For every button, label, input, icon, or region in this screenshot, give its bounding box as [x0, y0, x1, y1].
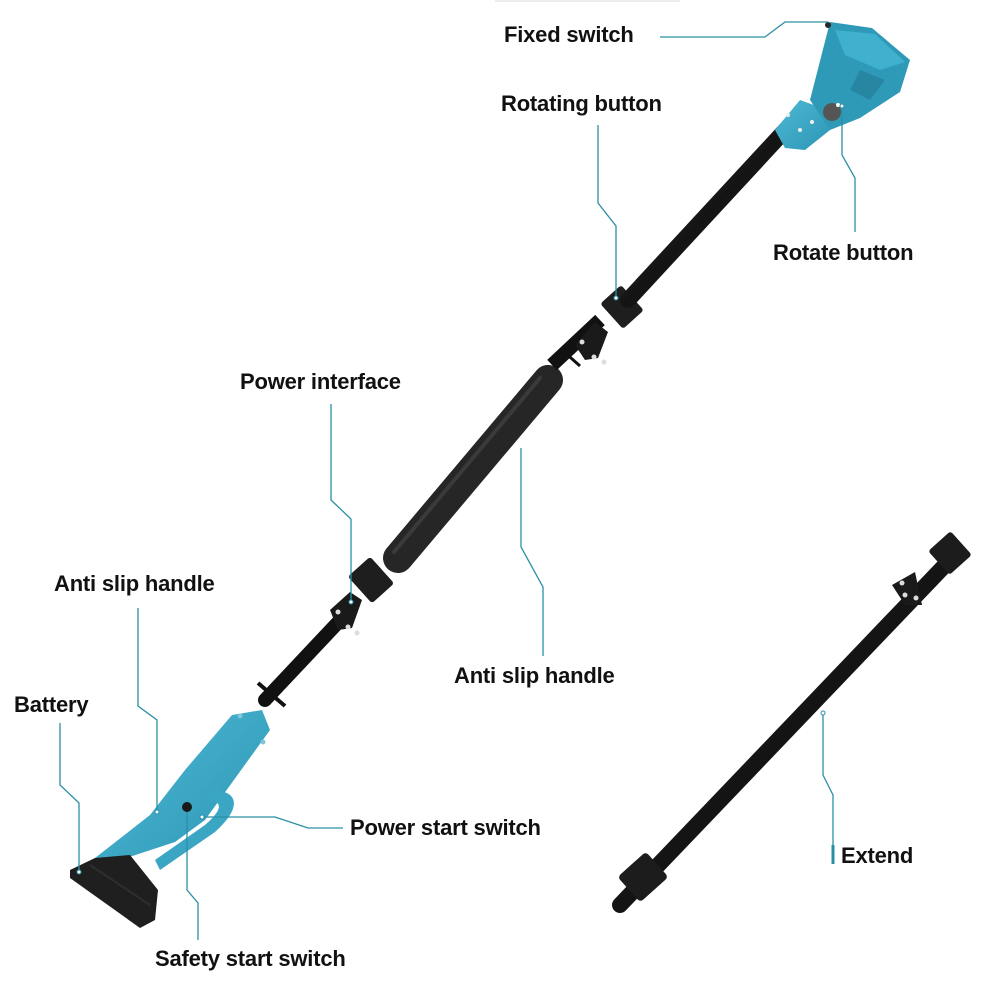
- leader-safety-start: [186, 812, 199, 940]
- leader-lines: [59, 21, 856, 940]
- leader-anti-slip-upper: [137, 608, 158, 810]
- leader-fixed-switch: [660, 21, 828, 38]
- upper-pole: [620, 117, 798, 308]
- upper-coupling: [547, 286, 643, 371]
- handle-assembly: [70, 710, 270, 928]
- main-pole: [256, 117, 798, 708]
- label-rotate-button: Rotate button: [773, 240, 914, 265]
- label-fixed-switch: Fixed switch: [504, 22, 634, 47]
- label-battery: Battery: [14, 692, 89, 717]
- top-strip: [495, 0, 680, 2]
- leader-rotating-button: [597, 125, 617, 297]
- power-interface-coupling: [330, 557, 393, 636]
- leader-power-interface: [330, 404, 352, 600]
- leader-power-start: [202, 816, 343, 829]
- label-anti-slip-handle-upper: Anti slip handle: [54, 571, 215, 596]
- leader-rotate-button: [841, 108, 856, 232]
- label-power-interface: Power interface: [240, 369, 401, 394]
- leader-anti-slip-center: [520, 448, 544, 656]
- label-power-start-switch: Power start switch: [350, 815, 541, 840]
- extension-pole: [612, 532, 971, 913]
- leader-extend: [822, 713, 834, 845]
- label-anti-slip-handle-center: Anti slip handle: [454, 663, 615, 688]
- foam-grip: [383, 365, 563, 573]
- leader-dots: [76, 103, 845, 875]
- tool-head: [775, 22, 910, 150]
- leader-battery: [59, 723, 80, 870]
- label-rotating-button: Rotating button: [501, 91, 662, 116]
- battery-pack: [70, 855, 158, 928]
- label-extend: Extend: [841, 843, 914, 868]
- label-safety-start-switch: Safety start switch: [155, 946, 346, 971]
